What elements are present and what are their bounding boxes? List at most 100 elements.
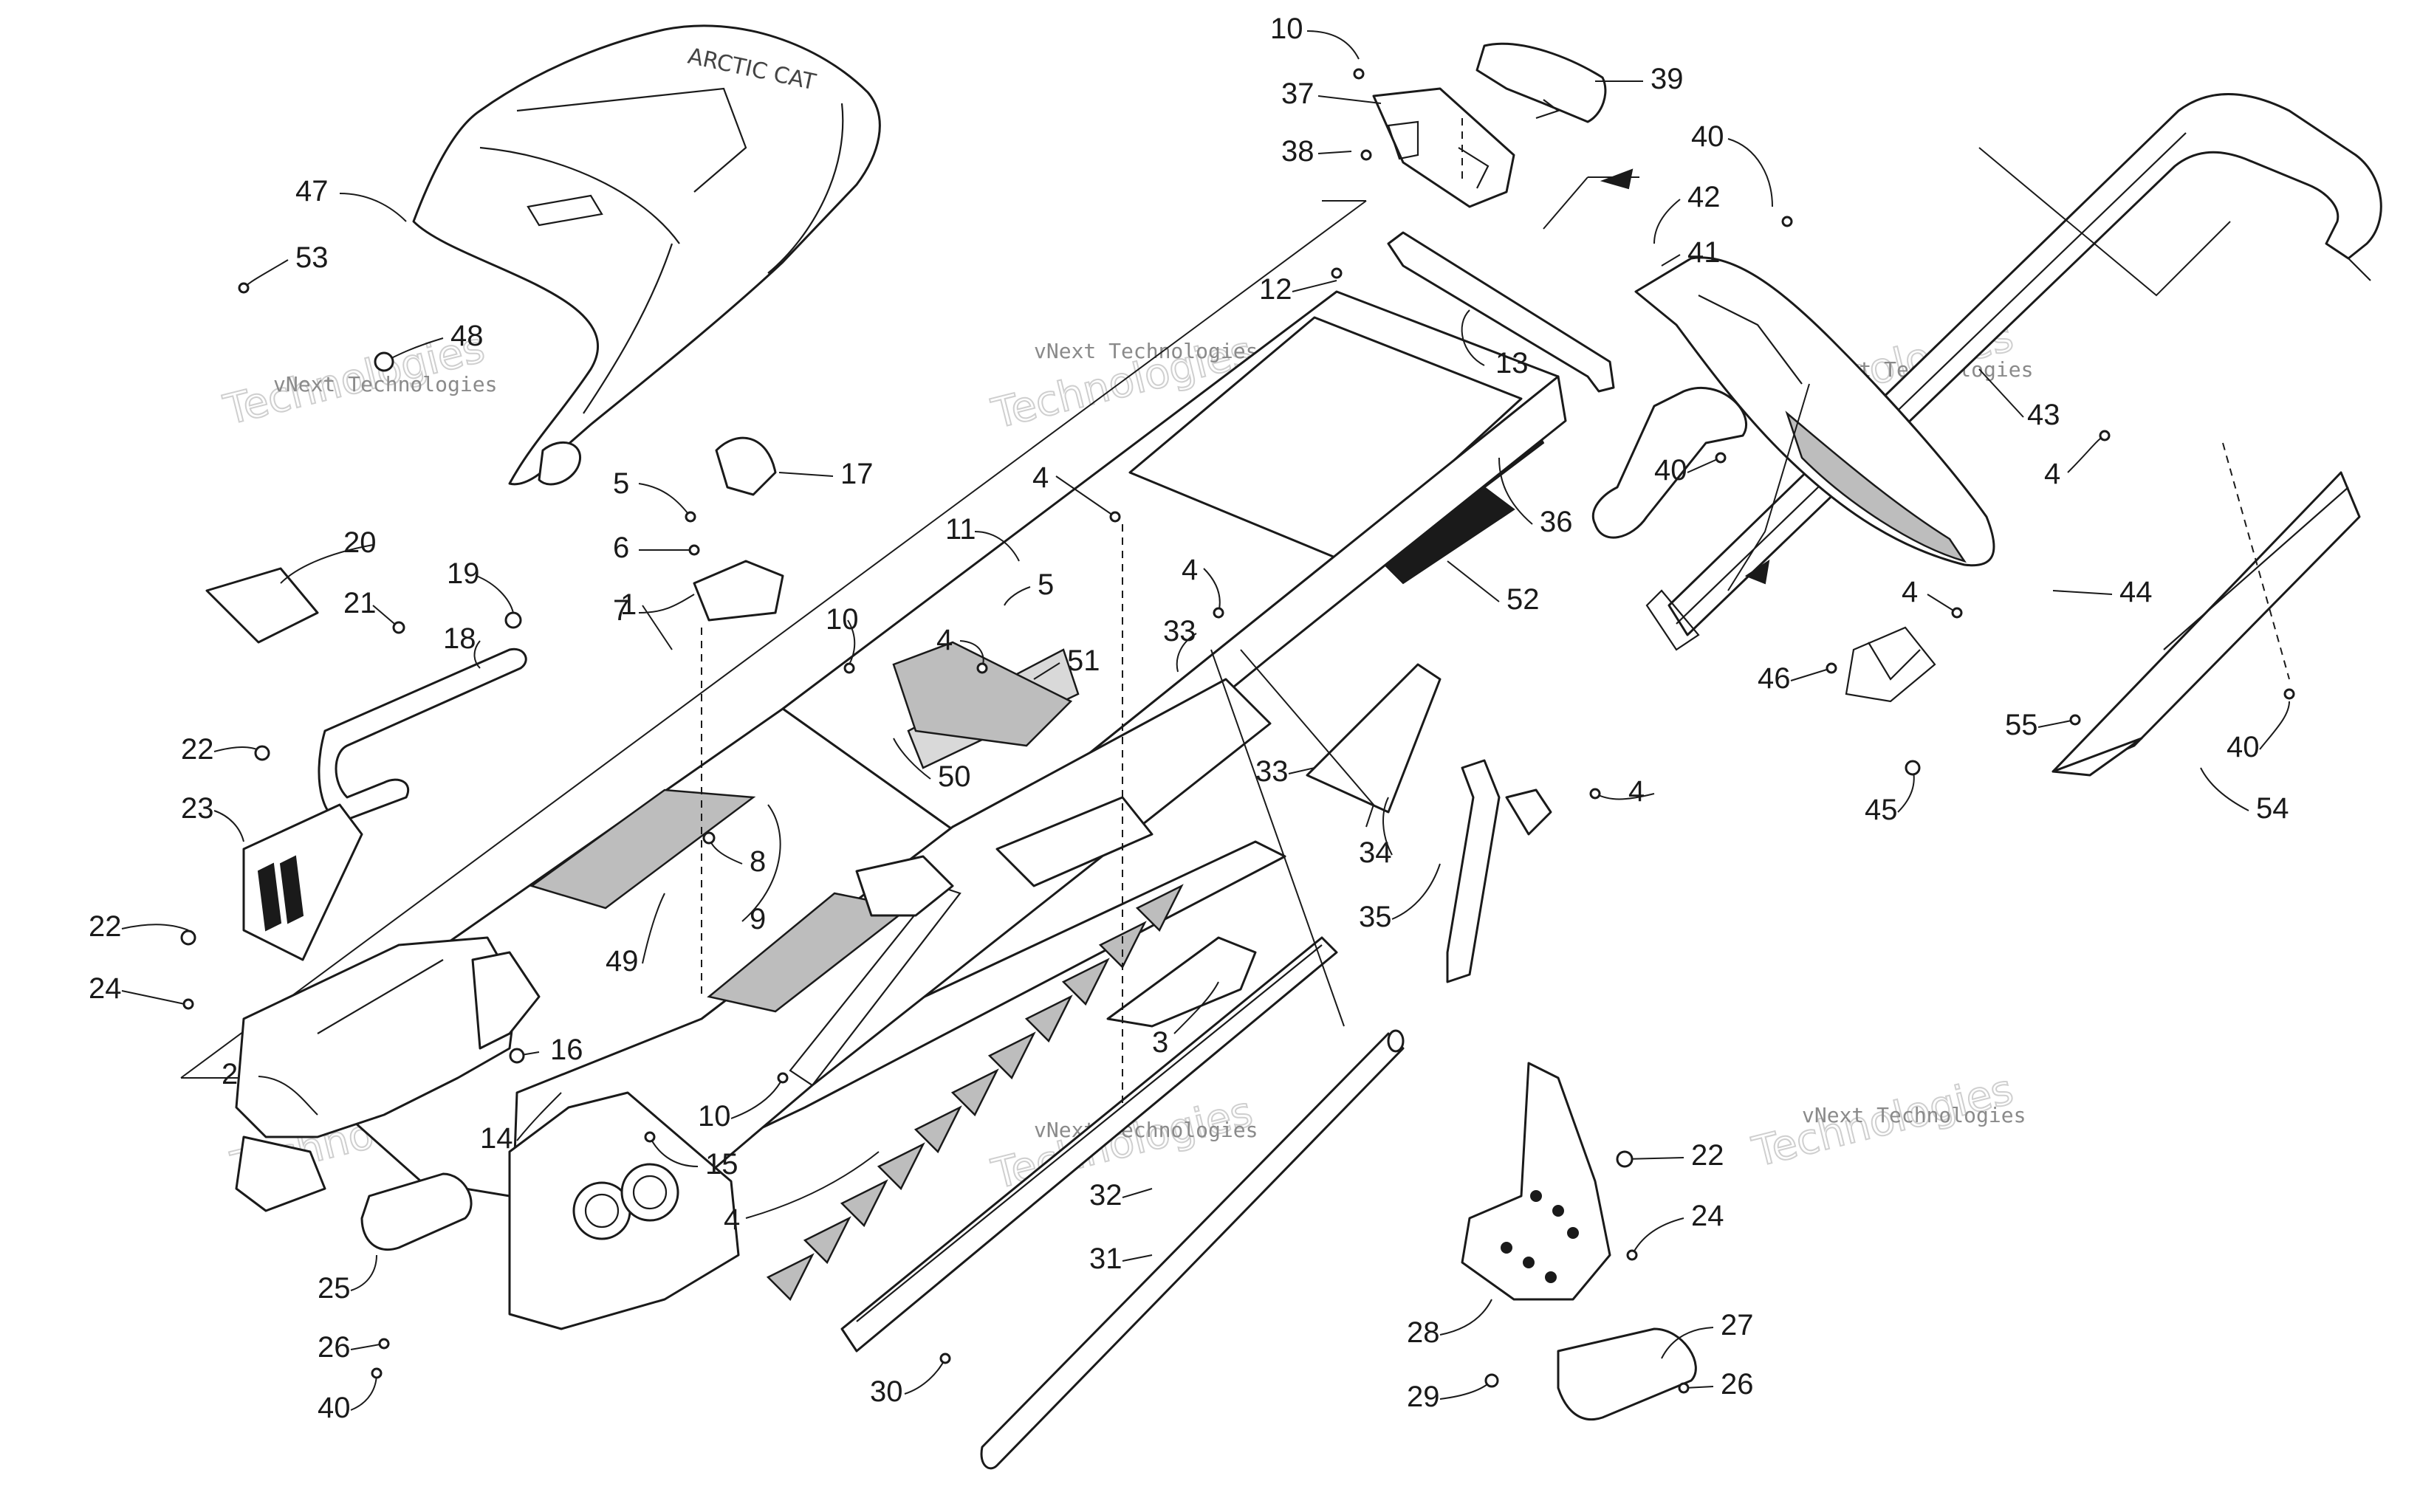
callout-9: 9	[750, 903, 766, 935]
snow-flap	[2051, 471, 2361, 777]
callout-40-a: 40	[1691, 120, 1724, 153]
tail-light-assembly	[1591, 256, 1995, 567]
bracket-7	[693, 560, 784, 622]
watermark-small-text: vNext Technologies	[1034, 339, 1258, 363]
rear-bracket-13	[1387, 231, 1615, 393]
callout-12: 12	[1259, 273, 1292, 306]
callout-52: 52	[1506, 583, 1540, 616]
callout-11: 11	[945, 513, 976, 546]
watermark-small-text: vNext Technologies	[1802, 1103, 2026, 1127]
callout-49: 49	[606, 945, 639, 977]
callout-4-a: 4	[1032, 461, 1049, 494]
tunnel-body	[235, 290, 1567, 1330]
callout-4-c: 4	[936, 624, 953, 656]
callout-1: 1	[620, 588, 637, 621]
callout-17: 17	[840, 458, 874, 490]
callout-22-b: 22	[89, 910, 122, 943]
callout-15: 15	[705, 1148, 738, 1181]
callout-3: 3	[1152, 1026, 1168, 1059]
callout-4-g: 4	[1902, 576, 1918, 608]
callout-2: 2	[222, 1058, 238, 1090]
bracket-39	[1475, 42, 1607, 123]
callout-43: 43	[2027, 399, 2060, 431]
callout-19: 19	[447, 557, 480, 590]
callout-42: 42	[1687, 181, 1721, 213]
flag-arrow	[1744, 559, 1770, 585]
callout-46: 46	[1758, 662, 1791, 695]
callout-33-a: 33	[1163, 615, 1196, 647]
bracket-37	[1372, 87, 1515, 208]
callout-54: 54	[2256, 792, 2289, 825]
callout-31: 31	[1089, 1243, 1122, 1275]
callout-53: 53	[295, 241, 329, 274]
callout-40-b: 40	[1654, 454, 1687, 487]
callout-20: 20	[343, 526, 377, 559]
callout-29: 29	[1407, 1381, 1440, 1413]
step-27	[1557, 1327, 1697, 1421]
callout-26-a: 26	[318, 1331, 351, 1364]
callout-24-a: 24	[89, 972, 122, 1005]
fasteners	[180, 68, 2295, 1394]
callout-10-b: 10	[826, 603, 859, 636]
callout-32: 32	[1089, 1179, 1122, 1212]
callout-4-b: 4	[1182, 554, 1198, 586]
assembly-boundary-line	[180, 200, 1367, 1079]
callout-28: 28	[1407, 1316, 1440, 1349]
callout-33-b: 33	[1255, 755, 1289, 788]
callout-6: 6	[613, 532, 629, 564]
leader	[1210, 649, 1345, 1027]
callout-48: 48	[450, 320, 484, 352]
leader	[1240, 649, 1375, 828]
rear-axle	[980, 1029, 1405, 1470]
callout-18: 18	[443, 622, 476, 655]
callout-5-b: 5	[1038, 568, 1054, 601]
running-board-cutouts	[766, 884, 1184, 1302]
callout-10-a: 10	[1270, 13, 1303, 45]
callout-16: 16	[550, 1034, 583, 1066]
callout-45: 45	[1865, 794, 1898, 826]
cap-17	[715, 436, 777, 496]
watermark-bottom-right: Technologies vNext Technologies	[1747, 1065, 2026, 1177]
callout-37: 37	[1281, 78, 1314, 110]
callout-24-b: 24	[1691, 1200, 1724, 1232]
hand-loop-18	[318, 647, 527, 822]
leader	[1543, 176, 1588, 230]
leader	[1978, 147, 2231, 297]
callout-51: 51	[1067, 645, 1100, 677]
callout-23: 23	[181, 792, 214, 825]
heat-shield-23	[242, 803, 363, 961]
callout-4-f: 4	[2044, 458, 2060, 490]
seat: ARCTIC CAT	[412, 24, 881, 486]
fastener-axis	[2222, 442, 2290, 680]
callout-8: 8	[750, 845, 766, 878]
grip-pad-left	[529, 788, 756, 910]
callout-21: 21	[343, 587, 377, 619]
callout-22-a: 22	[181, 733, 214, 766]
callout-10-c: 10	[698, 1100, 731, 1133]
callout-41: 41	[1687, 236, 1721, 269]
rear-bumper	[1645, 93, 2382, 651]
callout-7: 7	[613, 594, 629, 627]
callout-36: 36	[1540, 506, 1573, 538]
callout-50: 50	[938, 760, 971, 793]
bracket-34	[1306, 663, 1442, 814]
side-rail-32	[840, 936, 1338, 1353]
step-25	[360, 1172, 473, 1251]
cover-20	[205, 567, 319, 644]
callout-26-b: 26	[1721, 1368, 1754, 1401]
license-bracket	[1845, 626, 1936, 703]
bracket-3	[1106, 936, 1257, 1028]
callout-13: 13	[1495, 347, 1529, 379]
callout-40-d: 40	[318, 1392, 351, 1424]
watermark-small-text: vNext Technologies	[273, 372, 497, 396]
callout-22-c: 22	[1691, 1139, 1724, 1172]
heel-guard-28	[1461, 1062, 1611, 1301]
callout-14: 14	[480, 1122, 513, 1155]
grip-pad-51	[892, 641, 1073, 747]
callout-25: 25	[318, 1272, 351, 1305]
callout-4-d: 4	[724, 1203, 740, 1236]
callout-39: 39	[1651, 63, 1684, 95]
callout-4-e: 4	[1628, 775, 1645, 808]
callout-35: 35	[1359, 901, 1392, 933]
